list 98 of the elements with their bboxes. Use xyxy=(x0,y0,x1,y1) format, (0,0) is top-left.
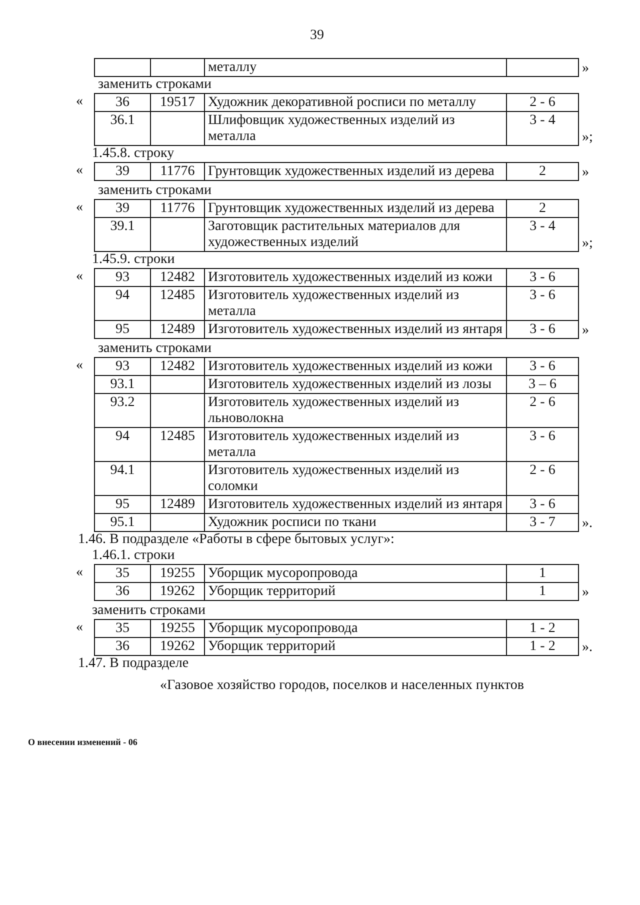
instruction-text: заменить строками xyxy=(98,183,212,199)
table-cell: 3 - 6 xyxy=(506,286,578,320)
table-cell: Изготовитель художественных изделий из кожи xyxy=(204,268,506,286)
table-cell: Уборщик территорий xyxy=(204,638,506,656)
table-cell: 94.1 xyxy=(94,462,150,496)
table-cell: Изготовитель художественных изделий из соломки xyxy=(204,462,506,496)
table-cell: 19255 xyxy=(150,620,204,638)
table-cell: 3 - 6 xyxy=(506,496,578,514)
table-cell: 11776 xyxy=(150,200,204,218)
table-cell: 36.1 xyxy=(94,112,150,146)
table-cell: 36 xyxy=(94,638,150,656)
table-cell: 93.1 xyxy=(94,376,150,394)
table-cell: 39.1 xyxy=(94,218,150,252)
table-cell: 3 - 6 xyxy=(506,428,578,462)
table-cell: 95.1 xyxy=(94,514,150,532)
table-cell: 94 xyxy=(94,286,150,320)
quotation-mark: « xyxy=(76,620,83,636)
table-cell: Изготовитель художественных изделий из янтаря xyxy=(204,496,506,514)
table-cell: 3 - 4 xyxy=(506,218,578,252)
quotation-mark: » xyxy=(582,323,589,339)
table-cell: 12482 xyxy=(150,358,204,376)
table-cell: 1 xyxy=(506,564,578,582)
instruction-text: заменить строками xyxy=(98,341,212,357)
table-cell: Художник росписи по ткани xyxy=(204,514,506,532)
table-cell: Изготовитель художественных изделий из льноволокна xyxy=(204,394,506,428)
table-cell: Художник декоративной росписи по металлу xyxy=(204,94,506,112)
table-cell: Уборщик территорий xyxy=(204,582,506,600)
table-cell: Грунтовщик художественных изделий из дерева xyxy=(204,162,506,180)
table-cell: 93.2 xyxy=(94,394,150,428)
table-cell: 94 xyxy=(94,428,150,462)
quotation-mark: »; xyxy=(582,236,593,252)
table-cell: Грунтовщик художественных изделий из дерева xyxy=(204,200,506,218)
table-cell: 93 xyxy=(94,358,150,376)
table-cell: Изготовитель художественных изделий из кожи xyxy=(204,358,506,376)
table-cell: 3 - 6 xyxy=(506,358,578,376)
table-cell: Шлифовщик художественных изделий из металла xyxy=(204,112,506,146)
table-cell: 19262 xyxy=(150,582,204,600)
quotation-mark: » xyxy=(582,165,589,181)
table-cell: 11776 xyxy=(150,162,204,180)
table-cell: Уборщик мусоропровода xyxy=(204,620,506,638)
table-cell: Уборщик мусоропровода xyxy=(204,564,506,582)
table-cell: Изготовитель художественных изделий из янтаря xyxy=(204,320,506,338)
quotation-mark: « xyxy=(76,565,83,581)
table-cell: 12489 xyxy=(150,496,204,514)
table-cell: 39 xyxy=(94,162,150,180)
table-cell: 36 xyxy=(94,582,150,600)
quotation-mark: « xyxy=(76,163,83,179)
table-cell: 3 - 4 xyxy=(506,112,578,146)
section-heading: 1.45.9. строки xyxy=(92,252,175,268)
table-cell: 1 xyxy=(506,582,578,600)
section-heading: 1.45.8. строку xyxy=(92,146,174,162)
section-heading: 1.46. В подразделе «Работы в сфере бытовых услуг»: xyxy=(78,532,394,548)
quotation-mark: « xyxy=(76,200,83,216)
table-cell: Заготовщик растительных материалов для художественных изделий xyxy=(204,218,506,252)
table-cell: 95 xyxy=(94,320,150,338)
table-cell: 3 – 6 xyxy=(506,376,578,394)
table-cell: 35 xyxy=(94,620,150,638)
table-cell: 3 - 7 xyxy=(506,514,578,532)
table-cell: 39 xyxy=(94,200,150,218)
quotation-mark: « xyxy=(76,358,83,374)
table-cell: 2 xyxy=(506,162,578,180)
table-cell: 3 - 6 xyxy=(506,268,578,286)
quotation-mark: ». xyxy=(582,640,592,656)
table-cell: 1 - 2 xyxy=(506,620,578,638)
footer-text: О внесении изменений - 06 xyxy=(28,736,138,749)
table-cell: 2 - 6 xyxy=(506,94,578,112)
table-cell: 12485 xyxy=(150,428,204,462)
quotation-mark: ». xyxy=(582,516,592,532)
quotation-mark: « xyxy=(76,94,83,110)
table-cell: 2 - 6 xyxy=(506,394,578,428)
quotation-mark: « xyxy=(76,269,83,285)
table-cell: Изготовитель художественных изделий из металла xyxy=(204,428,506,462)
table-cell: Изготовитель художественных изделий из лозы xyxy=(204,376,506,394)
section-heading: 1.47. В подразделе xyxy=(78,656,189,672)
table-cell: 12482 xyxy=(150,268,204,286)
table-cell: 36 xyxy=(94,94,150,112)
table-cell: 12489 xyxy=(150,320,204,338)
table-cell: 12485 xyxy=(150,286,204,320)
section-heading: «Газовое хозяйство городов, поселков и населенных пунктов xyxy=(160,678,524,694)
table-cell: 1 - 2 xyxy=(506,638,578,656)
instruction-text: заменить строками xyxy=(92,603,206,619)
table-cell: 35 xyxy=(94,564,150,582)
table-cell: 3 - 6 xyxy=(506,320,578,338)
table-cell: 19255 xyxy=(150,564,204,582)
quotation-mark: »; xyxy=(582,130,593,146)
section-heading: 1.46.1. строки xyxy=(92,548,175,564)
instruction-text: заменить строками xyxy=(98,77,212,93)
table-cell: 93 xyxy=(94,268,150,286)
table-cell: 95 xyxy=(94,496,150,514)
table-cell: металлу xyxy=(204,58,506,76)
table-cell: 2 - 6 xyxy=(506,462,578,496)
page-number: 39 xyxy=(310,28,324,44)
table-cell: 19517 xyxy=(150,94,204,112)
quotation-mark: » xyxy=(582,61,589,77)
table-cell: Изготовитель художественных изделий из металла xyxy=(204,286,506,320)
quotation-mark: » xyxy=(582,585,589,601)
table-cell: 2 xyxy=(506,200,578,218)
table-cell: 19262 xyxy=(150,638,204,656)
